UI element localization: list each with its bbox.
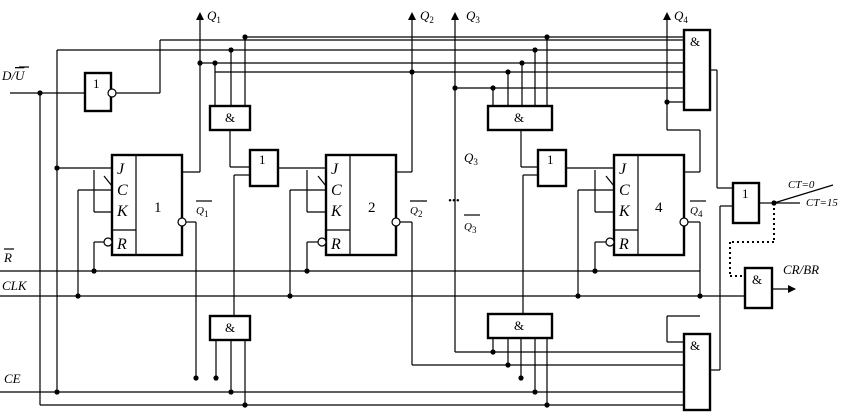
or-gate-1: 1 <box>233 148 326 316</box>
r-input-label: R <box>3 250 12 265</box>
bus-lines <box>0 50 700 406</box>
clk-input-label: CLK <box>2 278 28 293</box>
svg-text:J: J <box>117 161 125 178</box>
svg-text:&: & <box>514 110 524 125</box>
svg-text:1: 1 <box>547 152 554 167</box>
nq4-label: Q4 <box>690 205 703 219</box>
labels: D/U R CLK CE Q1 Q2 Q3 Q4 Q3 Q1 Q2 Q3 Q4 … <box>1 8 838 386</box>
flipflop-1: J C K R 1 <box>57 20 201 378</box>
svg-text:1: 1 <box>154 200 162 216</box>
and-gate-1-bottom: & <box>208 314 252 405</box>
svg-text:2: 2 <box>368 200 376 216</box>
output-arrows <box>196 12 671 20</box>
inverter-gate: 1 <box>83 71 117 113</box>
svg-text:R: R <box>330 236 341 253</box>
svg-text:K: K <box>330 203 343 220</box>
and-gate-ct0: & <box>666 205 733 412</box>
and-gate-1-top: & <box>208 37 252 168</box>
svg-text:C: C <box>331 182 342 199</box>
ellipsis-dots: ••• <box>448 195 460 207</box>
and-gate-3-top: & <box>486 37 554 168</box>
nq3-label: Q3 <box>464 221 477 235</box>
flipflop-4: J C K R 4 <box>577 153 701 296</box>
svg-text:&: & <box>225 110 235 125</box>
and-gate-3-bottom: & <box>486 312 554 405</box>
flipflop-2: J C K R 2 <box>289 20 684 366</box>
svg-text:1: 1 <box>93 76 100 91</box>
and-gate-ct15: & <box>666 20 733 189</box>
du-input-label: D/U <box>1 68 26 83</box>
q3-output-label: Q3 <box>466 8 480 25</box>
nq2-label: Q2 <box>410 205 422 219</box>
svg-text:J: J <box>331 161 339 178</box>
svg-text:K: K <box>618 203 631 220</box>
svg-text:R: R <box>116 236 127 253</box>
nq1-label: Q1 <box>196 205 208 219</box>
svg-text:&: & <box>514 318 524 333</box>
ct15-label: CT=15 <box>806 197 838 209</box>
svg-text:&: & <box>690 338 700 353</box>
svg-text:K: K <box>116 203 129 220</box>
junction-dots <box>37 34 777 408</box>
ct0-label: CT=0 <box>788 179 815 191</box>
svg-text:C: C <box>117 182 128 199</box>
ce-input-label: CE <box>4 371 21 386</box>
q3-mid-label: Q3 <box>464 150 478 167</box>
or-gate-2: 1 <box>522 148 614 316</box>
top-bus <box>57 36 684 94</box>
svg-text:&: & <box>690 34 700 49</box>
svg-text:C: C <box>619 182 630 199</box>
svg-text:1: 1 <box>742 186 749 201</box>
svg-text:4: 4 <box>655 200 663 216</box>
svg-text:1: 1 <box>259 152 266 167</box>
q2-output-label: Q2 <box>420 8 434 25</box>
crbr-label: CR/BR <box>783 262 819 277</box>
svg-text:J: J <box>619 161 627 178</box>
svg-text:&: & <box>752 272 762 287</box>
and-gate-crbr: & <box>700 266 796 310</box>
svg-text:R: R <box>618 236 629 253</box>
svg-text:&: & <box>225 320 235 335</box>
or-gate-output: 1 <box>729 181 834 277</box>
q4-output-label: Q4 <box>674 8 688 25</box>
q1-output-label: Q1 <box>207 8 221 25</box>
